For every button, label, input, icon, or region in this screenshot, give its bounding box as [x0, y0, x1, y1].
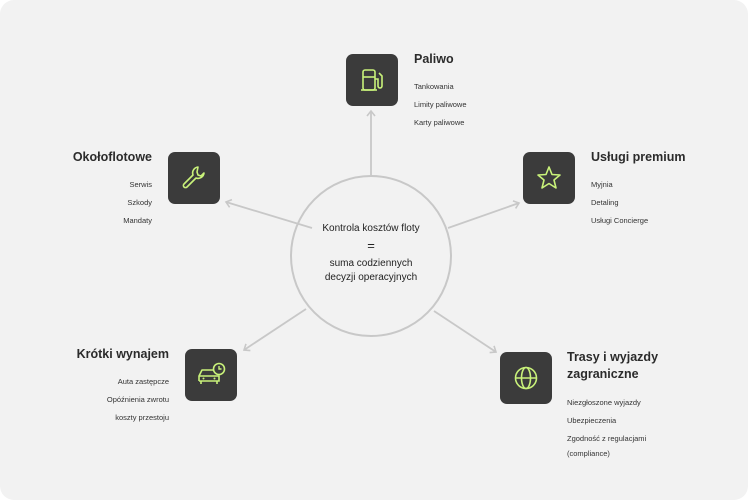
globe-icon	[514, 366, 538, 390]
list-item: Limity paliwowe	[414, 100, 467, 109]
list-item: Karty paliwowe	[414, 118, 465, 127]
list-item: Opóźnienia zwrotu	[106, 395, 169, 404]
list-item: koszty przestoju	[115, 413, 169, 422]
premium-title: Usługi premium	[591, 150, 686, 164]
list-item: Tankowania	[414, 82, 454, 91]
list-item: (compliance)	[567, 449, 610, 458]
list-item: Auta zastępcze	[117, 377, 169, 386]
trasy-title-line-2: zagraniczne	[567, 367, 639, 381]
star-icon	[537, 166, 561, 189]
list-item: Ubezpieczenia	[567, 416, 617, 425]
paliwo-icon-box	[346, 54, 398, 106]
trasy-icon-box	[500, 352, 552, 404]
list-item: Detaling	[591, 198, 619, 207]
center-circle	[290, 175, 452, 337]
list-item: Szkody	[127, 198, 152, 207]
premium-items: Myjnia Detaling Usługi Concierge	[591, 180, 648, 234]
okoloflotowe-icon-box	[168, 152, 220, 204]
connector-premium	[447, 200, 521, 229]
list-item: Zgodność z regulacjami	[567, 434, 647, 443]
trasy-items: Niezgłoszone wyjazdy Ubezpieczenia Zgodn…	[567, 398, 646, 467]
list-item: Serwis	[129, 180, 152, 189]
list-item: Usługi Concierge	[591, 216, 649, 225]
connector-trasy	[433, 310, 498, 354]
wynajem-icon-box	[185, 349, 237, 401]
center-line-2: suma codziennych	[329, 258, 413, 269]
center-line-1: Kontrola kosztów floty	[322, 223, 420, 234]
center-line-3: decyzji operacyjnych	[324, 272, 418, 283]
trasy-title: Trasy i wyjazdy zagraniczne	[567, 349, 658, 383]
wrench-icon	[182, 166, 205, 189]
wynajem-items: Auta zastępcze Opóźnienia zwrotu koszty …	[49, 377, 169, 431]
list-item: Mandaty	[123, 216, 152, 225]
paliwo-title: Paliwo	[414, 52, 454, 66]
center-equals: =	[367, 238, 375, 253]
list-item: Niezgłoszone wyjazdy	[567, 398, 641, 407]
connector-wynajem	[242, 308, 307, 352]
wynajem-title: Krótki wynajem	[76, 347, 169, 361]
list-item: Myjnia	[591, 180, 613, 189]
okoloflotowe-title: Okołoflotowe	[72, 150, 152, 164]
paliwo-items: Tankowania Limity paliwowe Karty paliwow…	[414, 82, 467, 136]
okoloflotowe-items: Serwis Szkody Mandaty	[52, 180, 152, 234]
premium-icon-box	[523, 152, 575, 204]
car-clock-icon	[198, 362, 226, 384]
center-statement: Kontrola kosztów floty = suma codziennyc…	[290, 222, 452, 285]
fuel-pump-icon	[361, 69, 383, 91]
trasy-title-line-1: Trasy i wyjazdy	[567, 350, 659, 364]
